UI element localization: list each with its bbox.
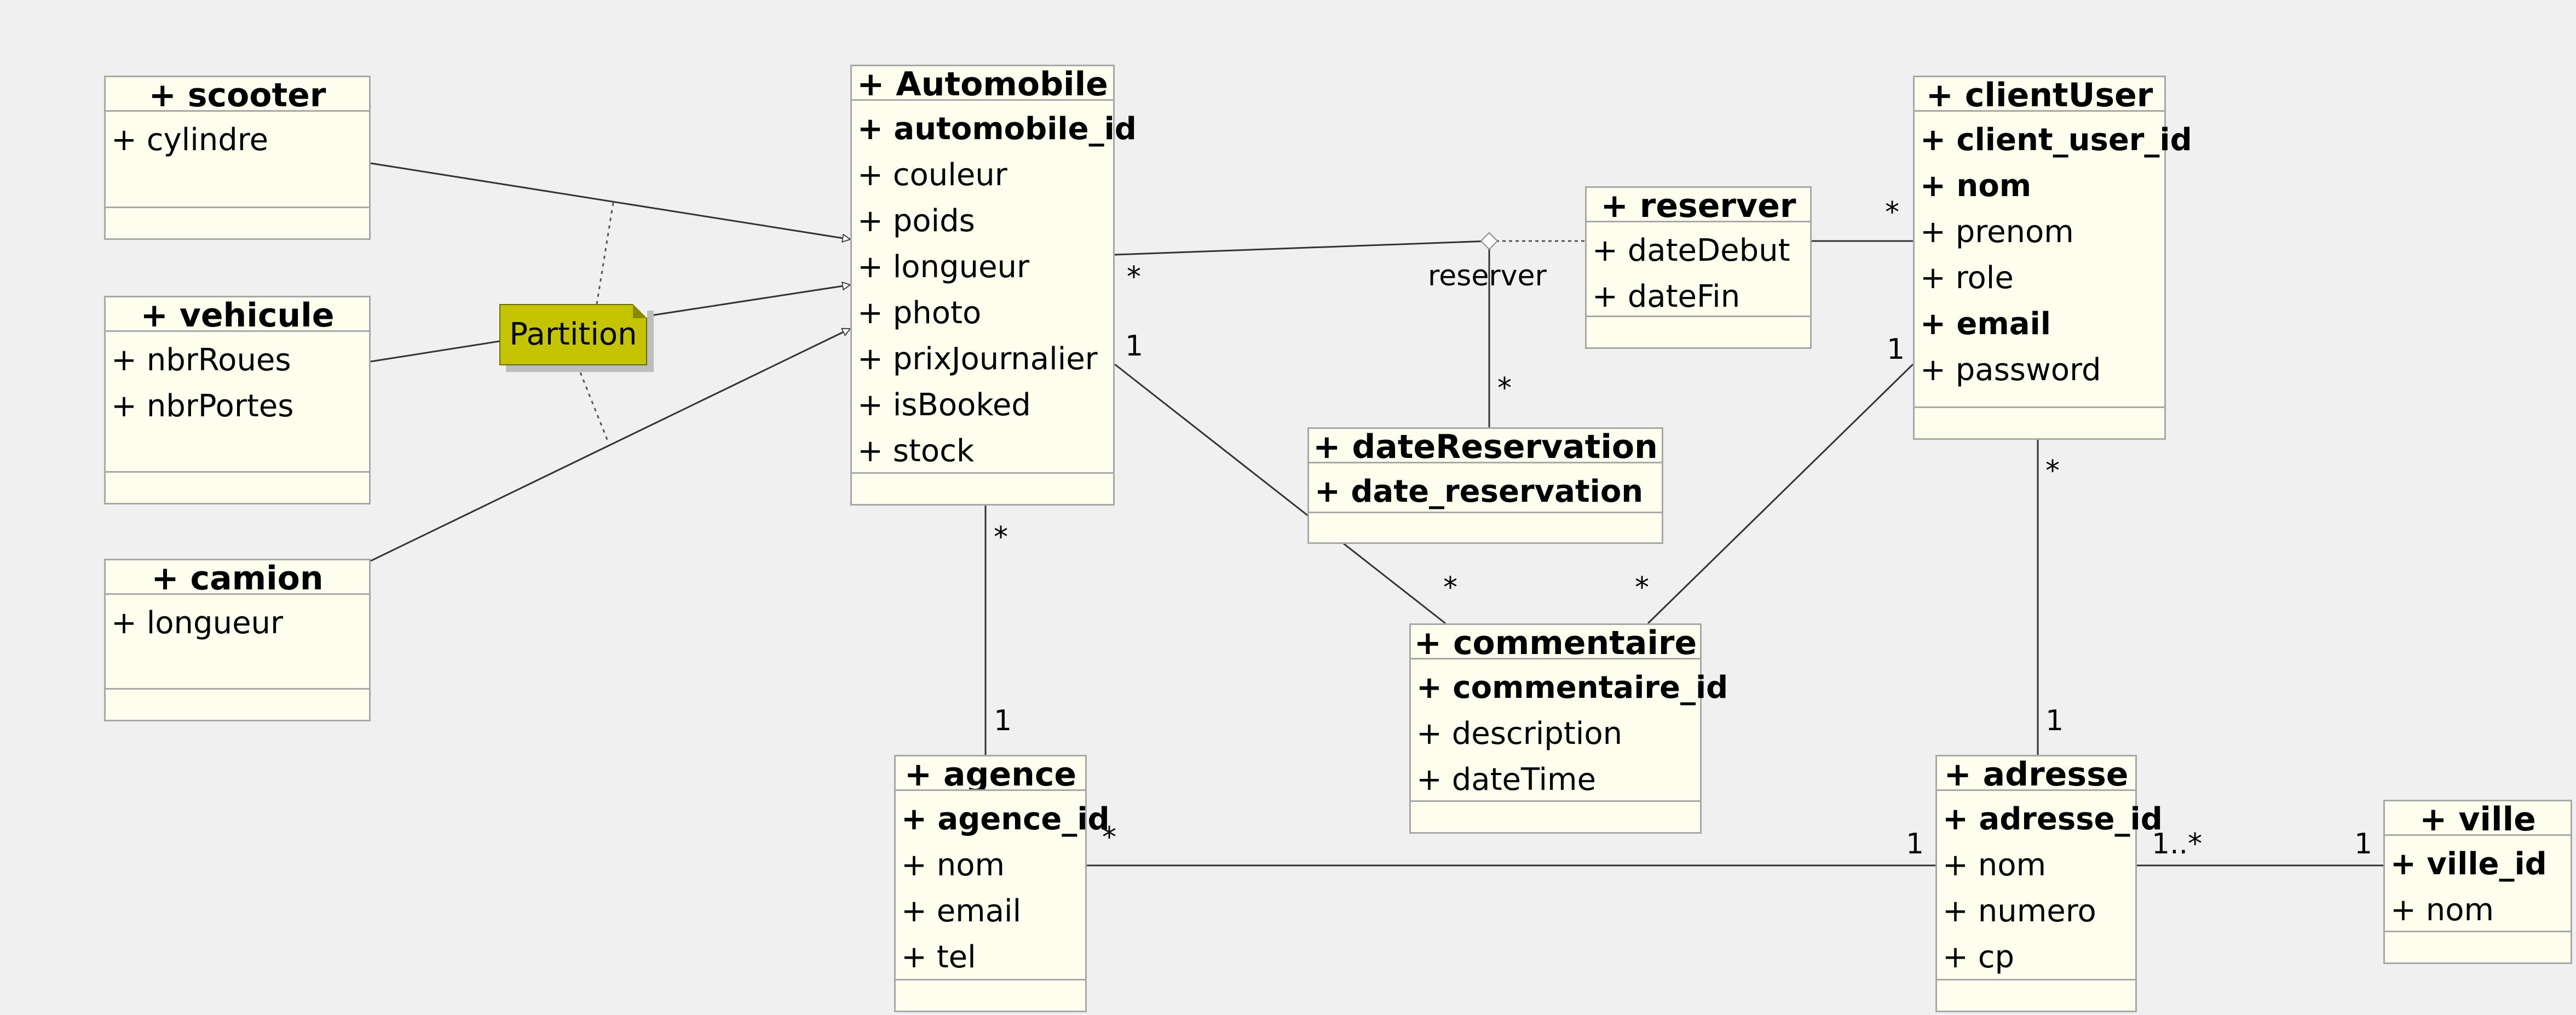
class-automobile[interactable]: + Automobile + automobile_id + couleur +… (850, 65, 1137, 506)
multiplicity-label: * (1102, 821, 1116, 854)
operations-separator (106, 471, 369, 473)
multiplicity-label: * (1885, 196, 1899, 229)
attribute-key: + date_reservation (1315, 474, 1644, 509)
operations-separator (106, 688, 369, 690)
partition-note[interactable]: Partition (499, 304, 647, 365)
attribute: + dateDebut (1592, 233, 1790, 268)
attribute: + dateTime (1416, 762, 1597, 798)
multiplicity-label: 1 (2045, 704, 2064, 737)
attribute-key: + adresse_id (1943, 801, 2163, 837)
partition-dotted-top (596, 202, 614, 305)
class-agence[interactable]: + agence + agence_id + nom + email + tel (894, 755, 1110, 1012)
operations-separator (1587, 316, 1810, 317)
class-title: + commentaire (1411, 625, 1700, 660)
multiplicity-label: * (1635, 571, 1649, 604)
class-datereservation[interactable]: + dateReservation + date_reservation (1307, 427, 1663, 544)
operations-separator (1937, 979, 2135, 980)
assoc-automobile-diamond (1114, 240, 1490, 256)
attribute: + stock (857, 433, 975, 469)
attribute: + couleur (857, 157, 1007, 193)
attribute: + role (1920, 260, 2014, 296)
attribute: + nbrPortes (111, 388, 294, 424)
class-title: + ville (2385, 801, 2571, 836)
multiplicity-label: * (1497, 372, 1512, 405)
multiplicity-label: * (2045, 455, 2060, 488)
class-scooter[interactable]: + scooter + cylindre (104, 76, 371, 240)
generalization-note-automobile (647, 285, 850, 317)
attribute-key: + agence_id (901, 801, 1110, 837)
multiplicity-label: 1 (2354, 828, 2373, 861)
class-commentaire[interactable]: + commentaire + commentaire_id + descrip… (1409, 623, 1728, 834)
multiplicity-label: 1 (994, 704, 1012, 737)
class-camion[interactable]: + camion + longueur (104, 559, 371, 721)
class-title: + agence (896, 756, 1085, 791)
attribute: + nom (2390, 892, 2494, 928)
multiplicity-label: 1 (1887, 333, 1905, 366)
association-diamond (1480, 232, 1499, 250)
attribute: + prenom (1920, 214, 2074, 250)
attribute-key: + email (1920, 306, 2051, 342)
multiplicity-label: * (1443, 571, 1457, 604)
note-fold-corner (633, 304, 647, 318)
attribute: + nom (1943, 847, 2047, 883)
attribute: + cp (1943, 939, 2015, 975)
class-title: + adresse (1937, 756, 2135, 791)
attribute: + email (901, 893, 1022, 929)
attribute: + cylindre (111, 122, 269, 158)
assoc-clientuser-commentaire (1647, 363, 1914, 624)
attribute: + poids (857, 203, 975, 239)
operations-separator (852, 472, 1113, 474)
attribute: + dateFin (1592, 279, 1741, 314)
multiplicity-label: 1 (1906, 828, 1924, 861)
operations-separator (1309, 512, 1662, 513)
class-adresse[interactable]: + adresse + adresse_id + nom + numero + … (1935, 755, 2163, 1012)
operations-separator (2385, 931, 2571, 932)
attribute: + nom (901, 847, 1005, 883)
partition-dotted-bottom (579, 372, 609, 441)
attribute: + nbrRoues (111, 342, 291, 378)
attribute-key: + ville_id (2390, 846, 2547, 882)
partition-note-text: Partition (509, 317, 637, 352)
generalization-scooter-automobile (370, 162, 850, 239)
class-title: + clientUser (1915, 77, 2164, 112)
attribute: + numero (1943, 893, 2096, 929)
operations-separator (1915, 406, 2164, 408)
class-title: + scooter (106, 77, 369, 112)
class-clientuser[interactable]: + clientUser + client_user_id + nom + pr… (1913, 76, 2192, 440)
multiplicity-label: 1 (1125, 330, 1144, 363)
attribute: + description (1416, 716, 1623, 752)
attribute-key: + automobile_id (857, 111, 1137, 147)
class-vehicule[interactable]: + vehicule + nbrRoues + nbrPortes (104, 296, 371, 504)
class-title: + camion (106, 560, 369, 595)
attribute: + photo (857, 295, 982, 331)
attribute: + password (1920, 352, 2101, 388)
operations-separator (896, 979, 1085, 980)
attribute-key: + client_user_id (1920, 122, 2192, 158)
attribute: + tel (901, 939, 976, 975)
operations-separator (106, 207, 369, 208)
multiplicity-label: 1..* (2152, 828, 2203, 861)
multiplicity-label: * (1127, 261, 1141, 294)
multiplicity-label: * (994, 521, 1008, 554)
generalization-vehicule-note (370, 340, 500, 363)
attribute-key: + nom (1920, 168, 2032, 204)
class-title: + reserver (1587, 188, 1810, 222)
attribute: + prixJournalier (857, 341, 1098, 377)
attribute: + longueur (857, 249, 1030, 285)
class-title: + Automobile (852, 66, 1113, 101)
association-name-label: reserver (1428, 260, 1547, 293)
class-title: + dateReservation (1309, 429, 1662, 463)
class-title: + vehicule (106, 297, 369, 332)
attribute: + isBooked (857, 387, 1031, 423)
class-ville[interactable]: + ville + ville_id + nom (2383, 800, 2572, 964)
operations-separator (1411, 800, 1700, 802)
class-reserver[interactable]: + reserver + dateDebut + dateFin (1585, 186, 1812, 349)
attribute: + longueur (111, 605, 284, 641)
attribute-key: + commentaire_id (1416, 670, 1728, 706)
